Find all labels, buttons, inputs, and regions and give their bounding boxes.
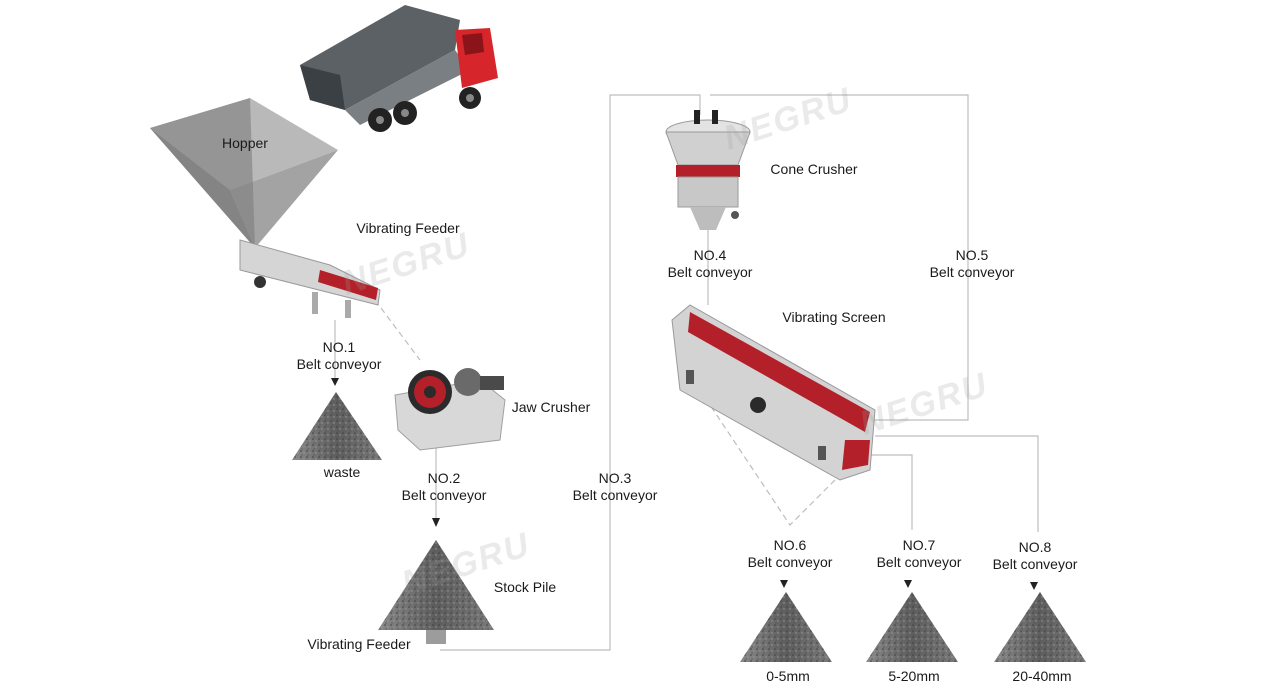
vibrating-feeder-top-label: Vibrating Feeder [356, 220, 460, 236]
dump-truck-image [300, 5, 498, 132]
flow-lines [334, 94, 1039, 651]
flow-arrows [331, 378, 1038, 590]
product-size-label: 5-20mm [888, 668, 940, 684]
product-pile-20-40 [994, 592, 1086, 662]
vibrating-feeder-top-image [239, 239, 381, 318]
vibrating-screen-label: Vibrating Screen [782, 309, 886, 325]
hopper-label: Hopper [222, 135, 268, 151]
waste-label: waste [323, 464, 361, 480]
line-no5 [710, 94, 969, 421]
vibrating-screen-image [671, 304, 876, 481]
arrow-no1 [331, 378, 339, 386]
stock-pile-label: Stock Pile [493, 579, 557, 595]
jaw-crusher-label: Jaw Crusher [511, 399, 591, 415]
line-feeder-jaw [374, 299, 421, 361]
stock-pile-image [378, 540, 494, 644]
waste-pile-image [292, 392, 382, 460]
cone-crusher-label: Cone Crusher [770, 161, 858, 177]
line-screen-0-5 [699, 389, 846, 526]
arrow-no2 [432, 518, 440, 527]
product-pile-0-5 [740, 592, 832, 662]
jaw-crusher-image [394, 368, 506, 451]
line-no7 [860, 454, 913, 530]
hopper-image [150, 98, 338, 248]
line-no3 [440, 94, 701, 651]
arrow-no7 [904, 580, 912, 588]
vibrating-feeder-bottom-label: Vibrating Feeder [307, 636, 411, 652]
product-size-label: 0-5mm [766, 668, 810, 684]
cone-crusher-image [665, 110, 751, 230]
product-size-label: 20-40mm [1012, 668, 1072, 684]
arrow-no6 [780, 580, 788, 588]
line-no8 [875, 435, 1039, 532]
product-pile-5-20 [866, 592, 958, 662]
arrow-no8 [1030, 582, 1038, 590]
